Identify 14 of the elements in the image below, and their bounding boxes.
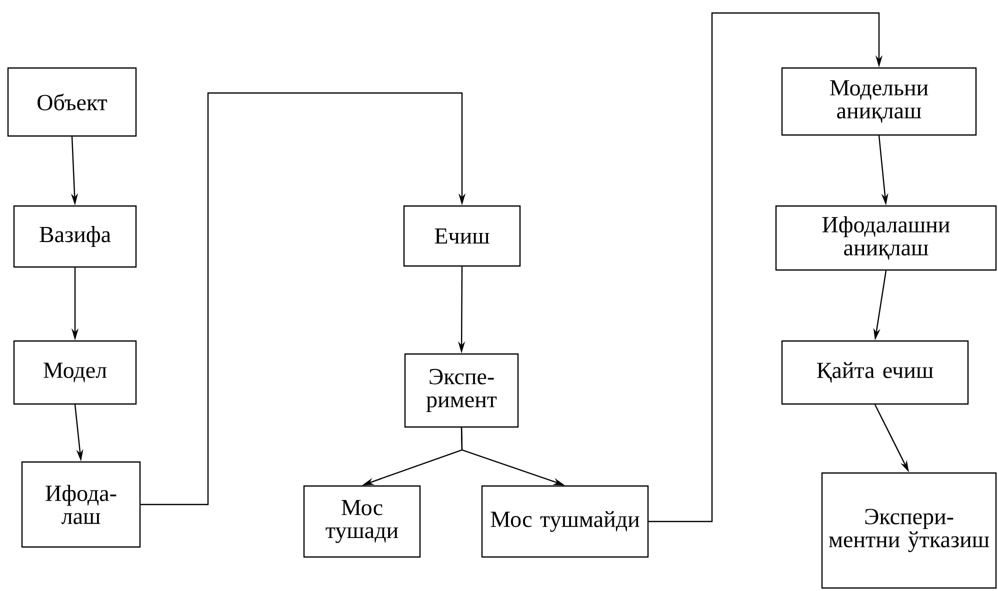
process-box: Ифода- лаш — [21, 461, 141, 548]
process-box: Объект — [7, 67, 137, 137]
process-box: Ечиш — [403, 205, 521, 267]
process-box: Ифодалашни аниқлаш — [775, 205, 997, 271]
arrow — [140, 92, 466, 506]
process-box: Модел — [13, 340, 137, 405]
process-box: Модельни аниқлаш — [781, 67, 977, 136]
process-box: Қайта ечиш — [781, 340, 969, 405]
process-box: Вазифа — [13, 205, 137, 268]
arrow — [648, 12, 883, 522]
process-box: Мос тушмайди — [481, 485, 649, 558]
process-box: Экспери- ментни ўтказиш — [821, 472, 997, 589]
process-box: Экспе- римент — [404, 353, 519, 428]
process-box: Мос тушади — [303, 485, 421, 558]
